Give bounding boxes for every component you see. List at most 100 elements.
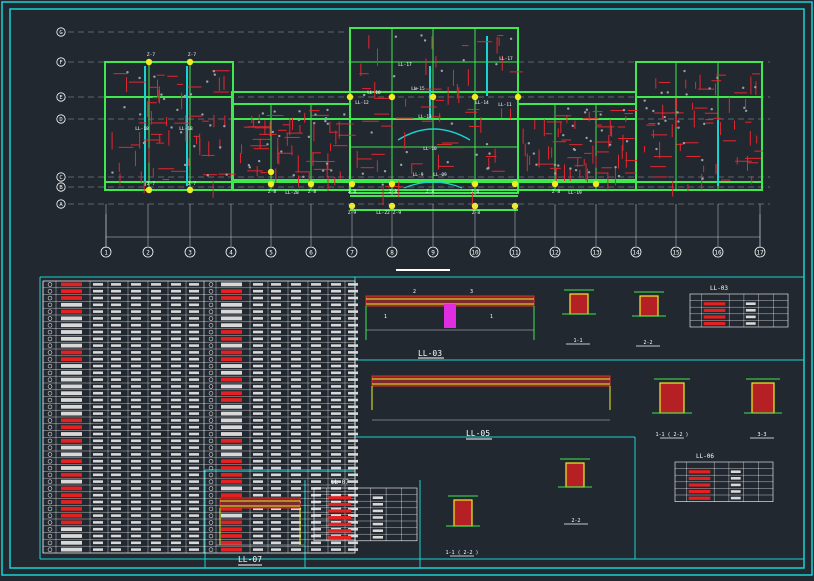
row-axis-label: F bbox=[59, 60, 62, 66]
col-axis-label: 14 bbox=[632, 250, 640, 257]
row-axis-label: B bbox=[59, 185, 63, 191]
col-axis-bubble bbox=[427, 246, 439, 258]
col-axis-label: 15 bbox=[672, 250, 680, 257]
row-axis-bubble bbox=[56, 114, 66, 124]
beam-tag: LL-19 bbox=[568, 190, 582, 196]
col-axis-label: 4 bbox=[229, 250, 233, 257]
section-label: 2-2 bbox=[643, 340, 652, 346]
column-dot bbox=[145, 58, 153, 66]
col-axis-bubble bbox=[386, 246, 398, 258]
column-dot bbox=[346, 93, 354, 101]
beam-tag: LL-18 bbox=[135, 126, 149, 132]
col-axis-label: 11 bbox=[511, 250, 519, 257]
column-dot bbox=[267, 180, 275, 188]
ll05-title: LL-05 bbox=[466, 429, 490, 438]
ll05-elevation: LL-05 bbox=[371, 375, 611, 440]
beam-tag: Z-8 bbox=[426, 189, 434, 195]
ll07-title: LL-07 bbox=[238, 555, 262, 564]
section-label: 1-1 ( 2-2 ) bbox=[445, 550, 478, 556]
svg-text:1: 1 bbox=[490, 314, 493, 320]
ll03-title: LL-03 bbox=[418, 349, 442, 358]
column-dot bbox=[514, 93, 522, 101]
beam-tag: LL-15 bbox=[411, 86, 425, 92]
col-axis-label: 13 bbox=[592, 250, 600, 257]
row-axis-bubble bbox=[56, 57, 66, 67]
col-axis-bubble bbox=[549, 246, 561, 258]
beam-tag: Z-7 bbox=[147, 181, 155, 187]
beam-tag: Z-7 bbox=[147, 52, 155, 58]
col-axis-bubble bbox=[754, 246, 766, 258]
svg-text:1: 1 bbox=[384, 314, 387, 320]
beam-tag: LL-14 bbox=[475, 100, 489, 106]
section-label: 3-3 bbox=[757, 432, 766, 438]
beam-tag: LL-9 bbox=[413, 172, 424, 178]
column-dot bbox=[186, 186, 194, 194]
beam-tag: Z-8 bbox=[268, 189, 276, 195]
beam-tag: Z-8 bbox=[471, 189, 479, 195]
beam-tag: LL-13 bbox=[418, 114, 432, 120]
beam-tag: LL-09 bbox=[433, 172, 447, 178]
col-axis-label: 1 bbox=[104, 250, 108, 257]
cyan-columns bbox=[144, 36, 719, 186]
beam-tag: LL-16 bbox=[367, 90, 381, 96]
col-axis-label: 12 bbox=[551, 250, 559, 257]
row-axis-bubble bbox=[56, 27, 66, 37]
column-dot bbox=[471, 93, 479, 101]
col-axis-label: 3 bbox=[188, 250, 192, 257]
col-axis-bubble bbox=[142, 246, 154, 258]
section-rect bbox=[751, 382, 775, 414]
col-axis-bubble bbox=[100, 246, 112, 258]
beam-tag: Z-8 bbox=[552, 189, 560, 195]
col-axis-bubble bbox=[712, 246, 724, 258]
detail-frames bbox=[39, 276, 804, 568]
row-axis-label: E bbox=[59, 95, 62, 101]
row-axis-label: D bbox=[59, 117, 62, 123]
column-dot bbox=[307, 180, 315, 188]
beam-tag: LL-17 bbox=[398, 62, 412, 68]
section-rect bbox=[639, 295, 659, 317]
beam-tag: Z-7 bbox=[188, 52, 196, 58]
ll03-elevation: LL-03 1 1 2 3 bbox=[365, 289, 535, 359]
inner-frame bbox=[9, 8, 805, 569]
col-axis-bubble bbox=[346, 246, 358, 258]
col-axis-label: 5 bbox=[269, 250, 273, 257]
secondary-beams bbox=[148, 28, 719, 196]
column-dot bbox=[511, 180, 519, 188]
row-axis-bubble bbox=[56, 172, 66, 182]
reinforcement-schedule-table bbox=[42, 280, 358, 554]
beam-tag: LL-18 bbox=[179, 126, 193, 132]
section-label: 1-1 ( 2-2 ) bbox=[655, 432, 688, 438]
table-title: LL-07 bbox=[331, 479, 349, 486]
beam-tag: LL-11 bbox=[498, 102, 512, 108]
col-axis-label: 17 bbox=[756, 250, 764, 257]
table-title: LL-03 bbox=[710, 285, 728, 292]
col-axis-bubble bbox=[265, 246, 277, 258]
column-dot bbox=[471, 180, 479, 188]
beam-tag: Z-9 bbox=[348, 210, 356, 216]
beam-tag: Z-8 bbox=[348, 189, 356, 195]
beam-tag: LL-12 bbox=[355, 100, 369, 106]
column-dot bbox=[186, 58, 194, 66]
section-rect bbox=[569, 293, 589, 315]
svg-text:3: 3 bbox=[470, 289, 473, 295]
col-axis-bubble bbox=[469, 246, 481, 258]
col-axis-bubble bbox=[305, 246, 317, 258]
col-axis-bubble bbox=[184, 246, 196, 258]
rebar-marks bbox=[111, 34, 763, 210]
table-title: LL-06 bbox=[696, 453, 714, 460]
column-dot bbox=[388, 180, 396, 188]
beam-tag: Z-9 bbox=[393, 210, 401, 216]
column-dot bbox=[145, 186, 153, 194]
row-axis-label: G bbox=[59, 30, 62, 36]
col-axis-label: 10 bbox=[471, 250, 479, 257]
row-axis-bubble bbox=[56, 199, 66, 209]
